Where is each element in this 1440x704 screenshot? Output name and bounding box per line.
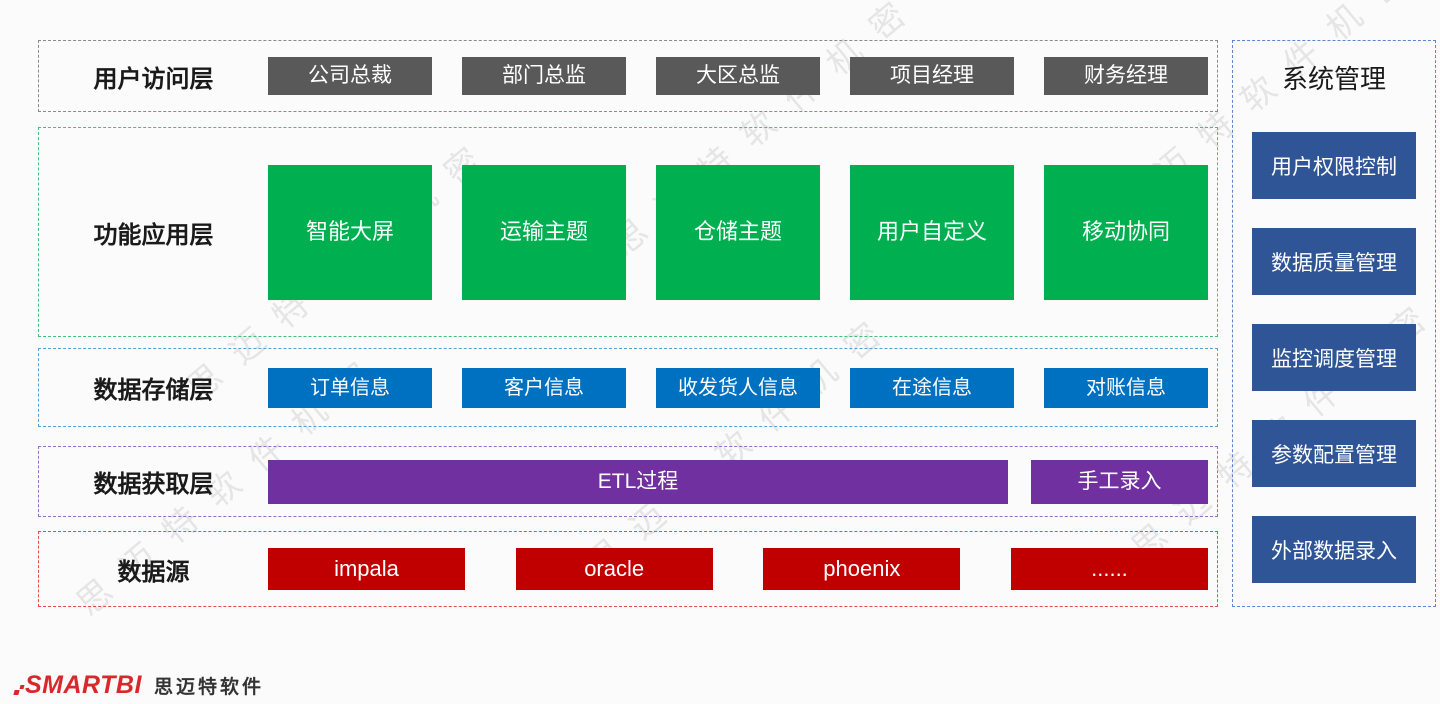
app-module-box: 智能大屏 bbox=[268, 164, 432, 300]
app-module-box: 仓储主题 bbox=[656, 164, 820, 300]
datasource-box: oracle bbox=[515, 548, 713, 590]
layer-function-app: 功能应用层 智能大屏 运输主题 仓储主题 用户自定义 移动协同 bbox=[38, 127, 1218, 337]
manual-entry-box: 手工录入 bbox=[1031, 459, 1208, 504]
smartbi-logo: SMARTBI 思迈特软件 bbox=[13, 671, 264, 700]
layer-user-access: 用户访问层 公司总裁 部门总监 大区总监 项目经理 财务经理 bbox=[38, 40, 1218, 112]
data-table-box: 客户信息 bbox=[462, 367, 626, 408]
system-function-box: 监控调度管理 bbox=[1252, 324, 1416, 391]
layer-label: 用户访问层 bbox=[93, 65, 214, 93]
layer-boxes: ETL过程 手工录入 bbox=[268, 459, 1208, 504]
layer-boxes: 订单信息 客户信息 收发货人信息 在途信息 对账信息 bbox=[268, 367, 1208, 408]
layer-data-source: 数据源 impala oracle phoenix ...... bbox=[38, 531, 1218, 607]
system-function-box: 用户权限控制 bbox=[1252, 132, 1416, 199]
data-table-box: 对账信息 bbox=[1044, 367, 1208, 408]
data-table-box: 订单信息 bbox=[268, 367, 432, 408]
layer-boxes: 公司总裁 部门总监 大区总监 项目经理 财务经理 bbox=[268, 57, 1208, 95]
data-table-box: 收发货人信息 bbox=[656, 367, 820, 408]
system-function-box: 参数配置管理 bbox=[1252, 420, 1416, 487]
datasource-box: phoenix bbox=[763, 548, 961, 590]
smartbi-logo-mark-icon bbox=[13, 674, 25, 698]
layer-boxes: 智能大屏 运输主题 仓储主题 用户自定义 移动协同 bbox=[268, 164, 1208, 300]
layer-label: 数据存储层 bbox=[93, 377, 214, 404]
layer-data-acquisition: 数据获取层 ETL过程 手工录入 bbox=[38, 446, 1218, 517]
app-module-box: 用户自定义 bbox=[850, 164, 1014, 300]
system-function-box: 数据质量管理 bbox=[1252, 228, 1416, 295]
user-role-box: 公司总裁 bbox=[268, 57, 432, 95]
user-role-box: 大区总监 bbox=[656, 57, 820, 95]
etl-process-box: ETL过程 bbox=[268, 459, 1008, 504]
system-management-panel: 系统管理 用户权限控制 数据质量管理 监控调度管理 参数配置管理 外部数据录入 bbox=[1232, 40, 1436, 607]
app-module-box: 移动协同 bbox=[1044, 164, 1208, 300]
system-function-box: 外部数据录入 bbox=[1252, 516, 1416, 583]
datasource-box: ...... bbox=[1010, 548, 1208, 590]
layer-boxes: impala oracle phoenix ...... bbox=[268, 548, 1208, 590]
data-table-box: 在途信息 bbox=[850, 367, 1014, 408]
panel-title: 系统管理 bbox=[1281, 64, 1386, 94]
layer-label: 功能应用层 bbox=[93, 221, 214, 249]
logo-company-text: 思迈特软件 bbox=[153, 677, 264, 698]
user-role-box: 财务经理 bbox=[1044, 57, 1208, 95]
app-module-box: 运输主题 bbox=[462, 164, 626, 300]
panel-items: 用户权限控制 数据质量管理 监控调度管理 参数配置管理 外部数据录入 bbox=[1252, 132, 1416, 583]
user-role-box: 部门总监 bbox=[462, 57, 626, 95]
logo-brand-text: SMARTBI bbox=[25, 671, 142, 699]
layer-data-storage: 数据存储层 订单信息 客户信息 收发货人信息 在途信息 对账信息 bbox=[38, 348, 1218, 427]
datasource-box: impala bbox=[268, 548, 465, 590]
layer-label: 数据获取层 bbox=[93, 471, 214, 498]
layer-label: 数据源 bbox=[117, 558, 190, 586]
user-role-box: 项目经理 bbox=[850, 57, 1014, 95]
